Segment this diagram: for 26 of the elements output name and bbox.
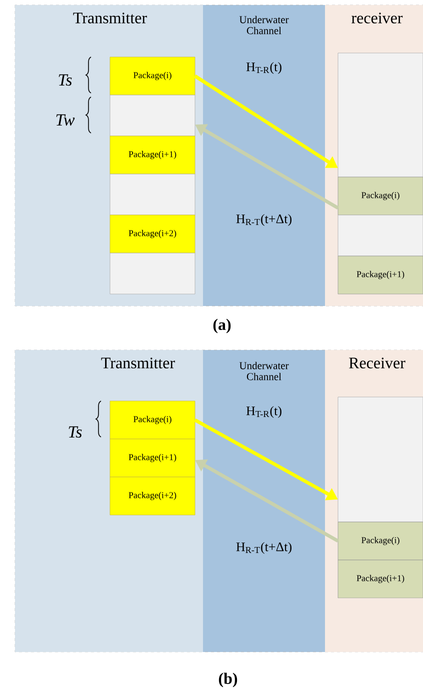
empty-slot xyxy=(110,252,196,294)
package-box: Package(i+1) xyxy=(338,256,423,294)
panel-label: (b) xyxy=(218,672,238,688)
channel-label: H$_{T-R}$(t) xyxy=(246,406,282,418)
channel-label: H$_{T-R}$(t) xyxy=(246,62,282,74)
package-box: Package(i) xyxy=(110,400,196,440)
package-box: Package(i) xyxy=(338,522,423,560)
channel-title: Underwater Channel xyxy=(239,16,289,34)
node-label: Package(i) xyxy=(362,536,400,546)
package-box: Package(i+1) xyxy=(110,136,196,174)
empty-slot xyxy=(338,214,423,256)
package-box: Package(i) xyxy=(338,176,423,216)
empty-slot xyxy=(110,174,196,216)
channel-label: H$_{R-T}$(t+Δt) xyxy=(236,542,292,554)
empty-slot xyxy=(110,94,196,136)
duration-label: Tw xyxy=(56,114,75,126)
package-box: Package(i+1) xyxy=(338,560,423,598)
package-box: Package(i+1) xyxy=(110,438,196,478)
package-box: Package(i+2) xyxy=(110,214,196,254)
panel-label: (a) xyxy=(213,318,231,334)
channel-label: H$_{R-T}$(t+Δt) xyxy=(236,214,292,226)
duration-label: Ts xyxy=(58,74,72,86)
channel-title: Underwater Channel xyxy=(239,362,289,380)
package-box: Package(i) xyxy=(110,56,196,96)
package-box: Package(i+2) xyxy=(110,476,196,516)
duration-label: Ts xyxy=(68,426,82,438)
